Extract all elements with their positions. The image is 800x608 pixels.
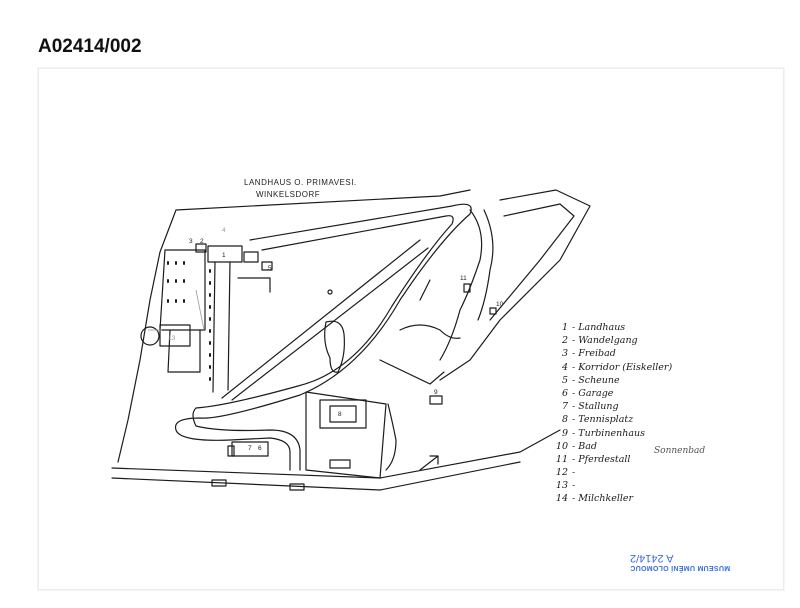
plan-number-6: 6 bbox=[258, 445, 262, 452]
building-garage bbox=[231, 441, 269, 457]
plan-title-line2: WINKELSDORF bbox=[256, 190, 321, 199]
colonnade bbox=[212, 261, 231, 393]
legend-label: Bad bbox=[578, 440, 597, 452]
legend-number: 2 bbox=[561, 335, 568, 347]
plan-number-9: 9 bbox=[434, 389, 438, 396]
main-road-north bbox=[111, 429, 561, 479]
legend-row: 1- Landhaus bbox=[540, 322, 740, 335]
pool-circle bbox=[140, 326, 160, 346]
legend-label: Garage bbox=[578, 387, 614, 399]
legend-label: Scheune bbox=[578, 374, 620, 386]
plan-number-1: 1 bbox=[222, 252, 226, 259]
stamp-inventory-number: A 2414/2 bbox=[630, 552, 674, 564]
legend-row: 7- Stallung bbox=[540, 401, 740, 414]
legend-number: 10 bbox=[555, 440, 568, 452]
central-meadow bbox=[324, 320, 345, 373]
legend-row: 8- Tennisplatz bbox=[540, 414, 740, 427]
legend-label: Freibad bbox=[578, 348, 616, 360]
legend-number: 11 bbox=[555, 453, 568, 465]
legend-label: Turbinenhaus bbox=[578, 427, 645, 439]
legend-label: Tennisplatz bbox=[578, 414, 634, 426]
legend-number: 13 bbox=[555, 480, 568, 492]
entry-arrow bbox=[419, 455, 439, 471]
legend-number: 12 bbox=[555, 467, 568, 479]
loop-drive-inner bbox=[192, 215, 454, 471]
hillside bbox=[439, 189, 591, 381]
plan-number-3: 3 bbox=[189, 238, 193, 245]
plan-title-line1: LANDHAUS O. PRIMAVESI. bbox=[244, 178, 357, 187]
stream bbox=[439, 209, 483, 361]
building-landhaus bbox=[207, 245, 243, 263]
plan-number-11: 11 bbox=[460, 275, 467, 282]
museum-stamp: MUSEUM UMĚNÍ OLOMOUC A 2414/2 bbox=[630, 552, 730, 571]
legend-row: 5- Scheune bbox=[540, 375, 740, 388]
archive-id: A02414/002 bbox=[38, 36, 142, 57]
legend-number: 14 bbox=[555, 493, 568, 505]
legend-number: 1 bbox=[561, 322, 568, 333]
property-boundary bbox=[117, 189, 471, 463]
tennis-court bbox=[319, 399, 367, 429]
plan-number-7: 7 bbox=[248, 445, 252, 452]
legend-row: 9- Turbinenhaus bbox=[540, 428, 740, 441]
main-road-south bbox=[111, 461, 521, 491]
plan-number-8: 8 bbox=[338, 411, 342, 418]
drawing-sheet bbox=[38, 68, 784, 590]
legend-row: 4- Korridor (Eiskeller) bbox=[540, 362, 740, 375]
legend-row: 14- Milchkeller bbox=[540, 493, 740, 506]
legend-number: 4 bbox=[561, 361, 568, 373]
building-turbinenhaus bbox=[429, 395, 443, 405]
stamp-museum-name: MUSEUM UMĚNÍ OLOMOUC bbox=[630, 564, 731, 571]
plan-number-4: 4 bbox=[222, 227, 226, 234]
legend-label: Milchkeller bbox=[578, 493, 634, 505]
building-11 bbox=[463, 283, 471, 293]
legend-number: 9 bbox=[561, 427, 568, 439]
internal-path-2 bbox=[231, 247, 429, 401]
plan-number-13: 13 bbox=[168, 335, 176, 342]
legend-label: Korridor (Eiskeller) bbox=[578, 361, 673, 373]
legend-row: 2- Wandelgang bbox=[540, 335, 740, 348]
legend-label: Pferdestall bbox=[578, 453, 631, 465]
legend-label: Landhaus bbox=[578, 322, 626, 333]
plan-number-2: 2 bbox=[200, 238, 204, 245]
loop-drive-outer bbox=[174, 203, 472, 471]
legend-number: 6 bbox=[561, 387, 568, 399]
building-10 bbox=[489, 307, 497, 315]
legend-annotation: Sonnenbad bbox=[654, 446, 706, 456]
legend-number: 5 bbox=[561, 374, 568, 386]
legend-number: 7 bbox=[561, 401, 568, 413]
legend-number: 3 bbox=[561, 348, 568, 360]
legend-row: 11- Pferdestall bbox=[540, 454, 740, 467]
legend-row: 3- Freibad bbox=[540, 348, 740, 361]
legend-row: 13- bbox=[540, 480, 740, 493]
formal-garden bbox=[159, 249, 206, 331]
plan-number-10: 10 bbox=[496, 301, 504, 308]
legend-row: 12- bbox=[540, 467, 740, 480]
legend-row: 10- Bad bbox=[540, 441, 740, 454]
legend: 1- Landhaus 2- Wandelgang 3- Freibad 4- … bbox=[540, 322, 740, 507]
internal-path bbox=[221, 239, 421, 399]
legend-number: 8 bbox=[561, 414, 568, 426]
legend-label: Stallung bbox=[578, 401, 619, 413]
plan-number-5: 5 bbox=[268, 265, 272, 272]
legend-row: 6- Garage bbox=[540, 388, 740, 401]
legend-label: Wandelgang bbox=[578, 335, 638, 347]
